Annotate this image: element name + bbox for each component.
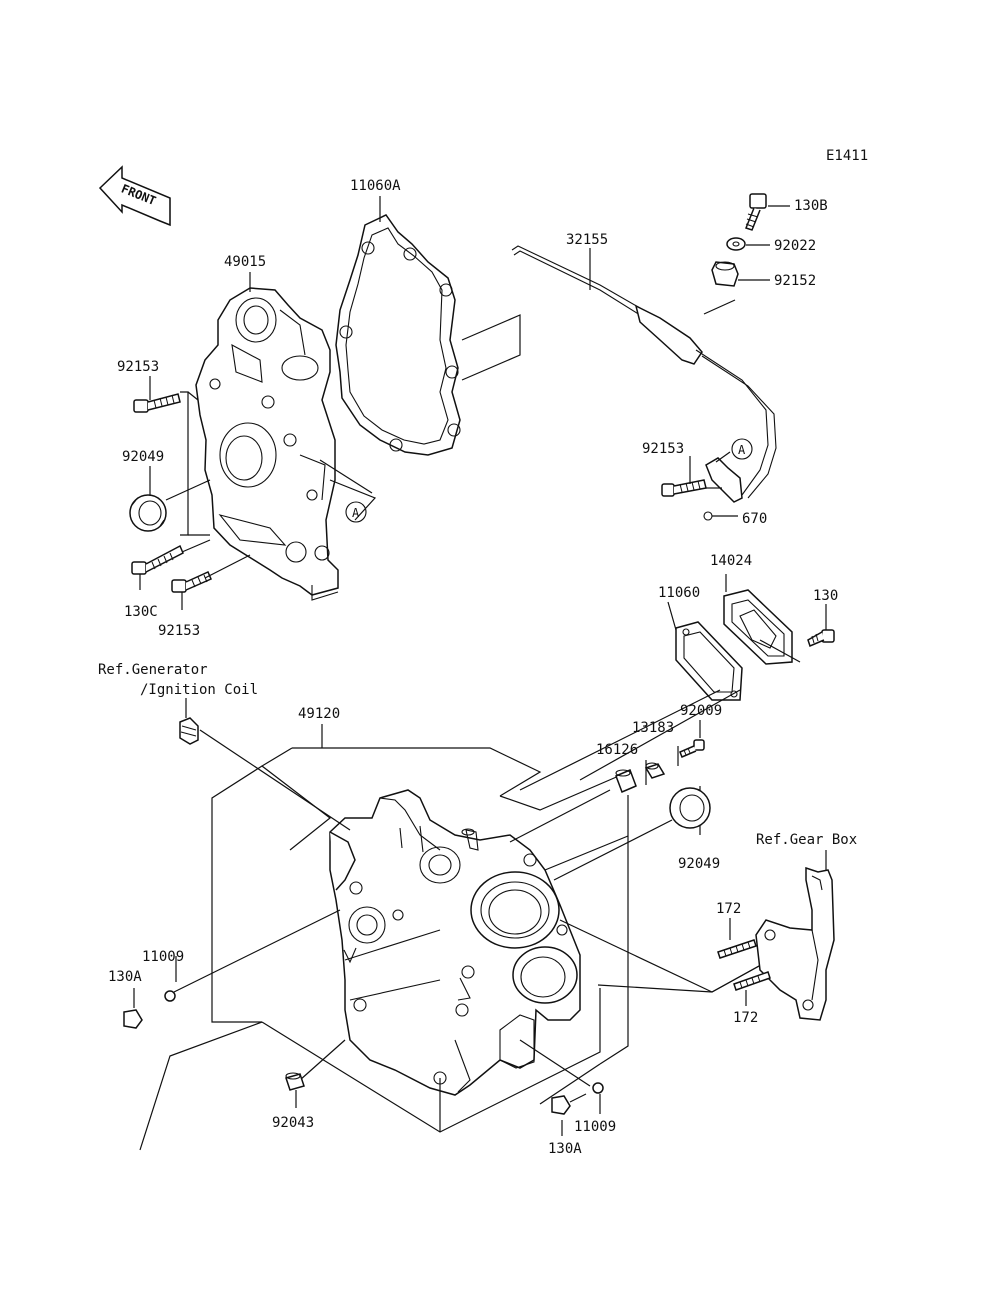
- label-92043: 92043: [272, 1115, 314, 1131]
- label-13183: 13183: [632, 720, 674, 736]
- dowel-pin-13183-icon: [644, 762, 666, 779]
- reference-marker-a-left: A: [345, 501, 367, 523]
- reference-marker-a-right: A: [731, 438, 753, 460]
- bolt-92153-bottom-icon: [171, 571, 212, 593]
- ref-a-left-label: A: [352, 506, 360, 520]
- label-670: 670: [742, 511, 767, 527]
- label-32155: 32155: [566, 232, 608, 248]
- grommet-92152-icon: [711, 261, 739, 287]
- crankcase-49120: [329, 789, 581, 1096]
- label-92022: 92022: [774, 238, 816, 254]
- timing-cover-49015: [195, 287, 339, 601]
- label-92049-right: 92049: [678, 856, 720, 872]
- label-172-bottom: 172: [733, 1010, 758, 1026]
- gasket-11060: [675, 621, 743, 701]
- label-11009-bottom: 11009: [574, 1119, 616, 1135]
- dipstick-assembly-32155: [511, 245, 777, 521]
- label-14024: 14024: [710, 553, 752, 569]
- oil-seal-92049-left-icon: [129, 494, 167, 532]
- bolt-92153-top-icon: [133, 393, 181, 413]
- label-130A-left: 130A: [108, 969, 142, 985]
- label-92009: 92009: [680, 703, 722, 719]
- diagram-code: E1411: [826, 148, 868, 164]
- label-130: 130: [813, 588, 838, 604]
- oil-seal-92049-right-icon: [669, 787, 711, 829]
- nut-generator-ref-icon: [179, 717, 199, 745]
- bolt-130A-bottom-icon: [551, 1093, 587, 1115]
- bolt-130-icon: [807, 629, 835, 648]
- label-11060A: 11060A: [350, 178, 401, 194]
- gasket-11060A: [335, 214, 461, 456]
- label-172-top: 172: [716, 901, 741, 917]
- label-ref-generator-2: /Ignition Coil: [140, 682, 258, 698]
- callout-labels: 11060A 49015 92153 92049 130C 92153 3215…: [98, 178, 857, 1157]
- stud-172-top-icon: [717, 939, 757, 959]
- ref-a-right-label: A: [738, 443, 746, 457]
- bolt-130B-icon: [745, 193, 767, 231]
- gearbox-bracket: [755, 866, 835, 1021]
- washer-11009-bottom-icon: [592, 1082, 604, 1094]
- label-11009-left: 11009: [142, 949, 184, 965]
- pin-92043-icon: [285, 1072, 305, 1091]
- label-92153-right: 92153: [642, 441, 684, 457]
- label-ref-generator-1: Ref.Generator: [98, 662, 208, 678]
- label-ref-gearbox: Ref.Gear Box: [756, 832, 857, 848]
- bolt-130C-icon: [131, 544, 184, 575]
- label-92049-left: 92049: [122, 449, 164, 465]
- label-130C: 130C: [124, 604, 158, 620]
- screw-92009-icon: [679, 739, 705, 758]
- washer-11009-left-icon: [164, 990, 176, 1002]
- label-130A-bottom: 130A: [548, 1141, 582, 1157]
- bolt-130A-left-icon: [123, 1009, 143, 1029]
- leader-lines-crankcase: [133, 574, 827, 1151]
- front-arrow-icon: FRONT: [98, 165, 171, 227]
- leader-lines-upper: [139, 196, 790, 610]
- label-49015: 49015: [224, 254, 266, 270]
- label-11060: 11060: [658, 585, 700, 601]
- stud-172-bottom-icon: [733, 971, 771, 991]
- label-92153-bottom: 92153: [158, 623, 200, 639]
- label-92153-top: 92153: [117, 359, 159, 375]
- label-92152: 92152: [774, 273, 816, 289]
- dowel-pin-16126-icon: [615, 769, 637, 793]
- label-49120: 49120: [298, 706, 340, 722]
- label-16126: 16126: [596, 742, 638, 758]
- washer-92022-icon: [726, 237, 746, 251]
- bolt-92153-right-icon: [661, 479, 707, 497]
- label-130B: 130B: [794, 198, 828, 214]
- cover-plate-14024: [723, 589, 793, 665]
